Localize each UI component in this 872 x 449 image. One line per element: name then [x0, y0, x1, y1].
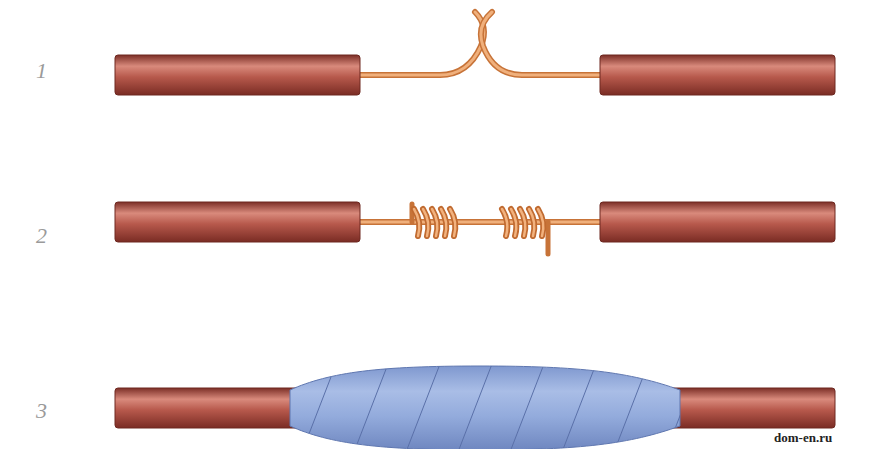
watermark: dom-en.ru — [772, 430, 834, 445]
coil-turn — [423, 209, 428, 236]
tape-wraps — [250, 364, 700, 449]
coil-turn — [538, 209, 543, 236]
step-number: 1 — [36, 60, 47, 82]
coil-turn — [520, 209, 525, 236]
copper-core — [360, 12, 484, 75]
coil-turn — [432, 209, 437, 236]
copper-core — [481, 12, 600, 75]
tape-edge — [354, 364, 388, 449]
tape-edge — [458, 364, 492, 449]
coil-turn — [441, 209, 446, 236]
insulating-tape — [290, 366, 680, 449]
tape-edge — [302, 364, 336, 449]
tape-edge — [510, 364, 544, 449]
wire-insulation — [670, 388, 835, 428]
coil-turn — [511, 209, 516, 236]
wire-insulation — [115, 388, 300, 428]
wire-insulation — [600, 202, 835, 242]
copper-core — [360, 221, 600, 224]
tape-edge — [562, 364, 596, 449]
coil-turn — [432, 209, 437, 236]
tape-edge — [406, 364, 440, 449]
copper-core — [481, 12, 600, 75]
coil-turn — [520, 209, 525, 236]
coil-turn — [414, 209, 419, 236]
coil-turn — [502, 209, 507, 236]
coil-turn — [529, 209, 534, 236]
step-number: 2 — [36, 225, 47, 247]
wire-insulation — [115, 202, 360, 242]
stage-two-twist — [115, 202, 835, 254]
stage-one-wires — [115, 12, 835, 95]
coil-windings — [414, 209, 543, 236]
copper-core — [360, 12, 484, 75]
coil-turn — [511, 209, 516, 236]
coil-turn — [414, 209, 419, 236]
wire-insulation — [600, 55, 835, 95]
stage-three-taped — [115, 364, 835, 449]
coil-turn — [423, 209, 428, 236]
tape-edge — [666, 364, 700, 449]
coil-turn — [441, 209, 446, 236]
wire-insulation — [115, 55, 360, 95]
coil-turn — [529, 209, 534, 236]
copper-core — [360, 219, 600, 225]
tape-edge — [614, 364, 648, 449]
coil-turn — [502, 209, 507, 236]
coil-turn — [538, 209, 543, 236]
step-number: 3 — [36, 400, 47, 422]
tape-edge — [250, 364, 284, 449]
coil-turn — [450, 209, 455, 236]
coil-turn — [450, 209, 455, 236]
